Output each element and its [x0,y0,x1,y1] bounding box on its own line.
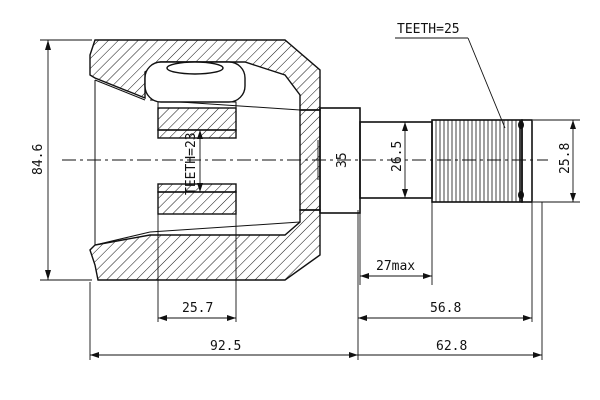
stem-length-label: 27max [376,259,415,274]
overall-diameter-label: 84.6 [31,144,46,175]
inner-race-upper [157,107,237,131]
spline-diameter-label: 25.8 [558,143,573,174]
shaft-length-label: 56.8 [430,301,461,316]
spline-teeth [435,120,517,202]
inner-spline-bore [157,129,237,139]
housing-lower-wall [89,209,321,281]
inner-depth-label: 25.7 [182,301,213,316]
ball-cage [144,61,246,109]
bore-diameter-label: 35 [335,152,350,168]
seal-diameter-label: 26.5 [390,141,405,172]
inner-spline-bore-lower [157,183,237,193]
snap-ring [518,120,524,202]
shaft-teeth-label: TEETH=25 [397,22,460,37]
inner-teeth-label: TEETH=23 [184,132,199,195]
housing-length-label: 92.5 [210,339,241,354]
housing-section [89,39,321,281]
housing-upper-wall [89,39,321,111]
total-shaft-label: 62.8 [436,339,467,354]
